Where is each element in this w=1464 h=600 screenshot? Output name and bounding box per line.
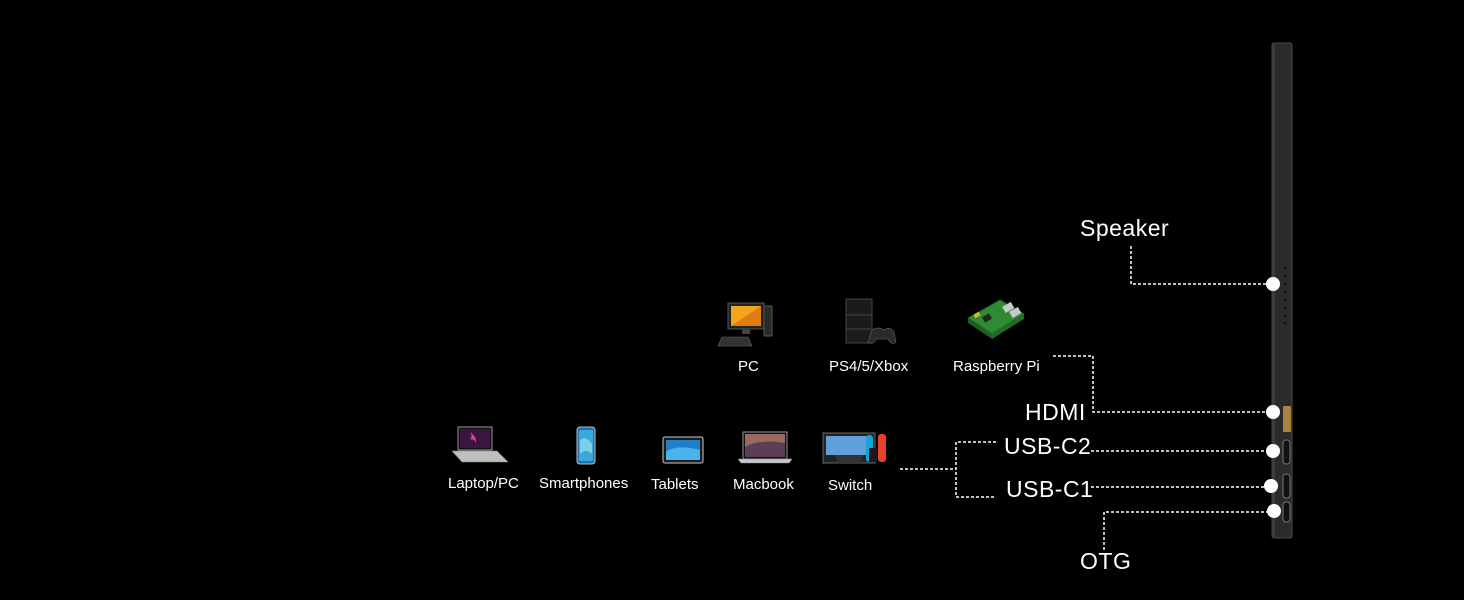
otg-dot (1267, 504, 1281, 518)
hdmi-label: HDMI (1025, 399, 1086, 425)
smartphone-icon (576, 426, 596, 465)
speaker-label: Speaker (1080, 215, 1170, 241)
otg-leader-line (1103, 511, 1268, 550)
otg-label: OTG (1080, 548, 1132, 574)
hdmi-dot (1266, 405, 1280, 419)
usbc-bracket-line (955, 441, 996, 498)
usbc1-label: USB-C1 (1006, 476, 1094, 502)
usbc2-port (1282, 439, 1291, 465)
desktop-pc-icon (717, 302, 773, 347)
game-console-icon (845, 298, 897, 344)
speaker-dot (1266, 277, 1280, 291)
raspberry-pi-board-icon (967, 299, 1025, 339)
nintendo-switch-icon (822, 432, 886, 464)
speaker-leader-line (1130, 246, 1268, 285)
otg-port (1282, 501, 1291, 523)
hdmi-device-label-console: PS4/5/Xbox (829, 358, 909, 375)
macbook-icon (737, 431, 793, 464)
laptop-icon (451, 426, 509, 463)
usbc-device-label-macbook: Macbook (733, 476, 794, 493)
hdmi-device-label-raspberry-pi: Raspberry Pi (953, 358, 1040, 375)
usbc2-dot (1266, 444, 1280, 458)
usbc2-label: USB-C2 (1004, 433, 1092, 459)
usbc-device-label-smartphones: Smartphones (539, 475, 629, 492)
usbc-device-label-switch: Switch (828, 477, 873, 494)
usbc1-port (1282, 473, 1291, 499)
speaker-grille (1283, 266, 1287, 325)
hdmi-port (1283, 406, 1291, 432)
hdmi-device-label-pc: PC (738, 358, 759, 375)
tablet-icon (662, 436, 704, 464)
usbc-device-label-tablets: Tablets (651, 476, 699, 493)
usbc1-dot (1264, 479, 1278, 493)
hdmi-leader-line (1053, 355, 1268, 413)
usbc-device-label-laptop: Laptop/PC (448, 475, 519, 492)
